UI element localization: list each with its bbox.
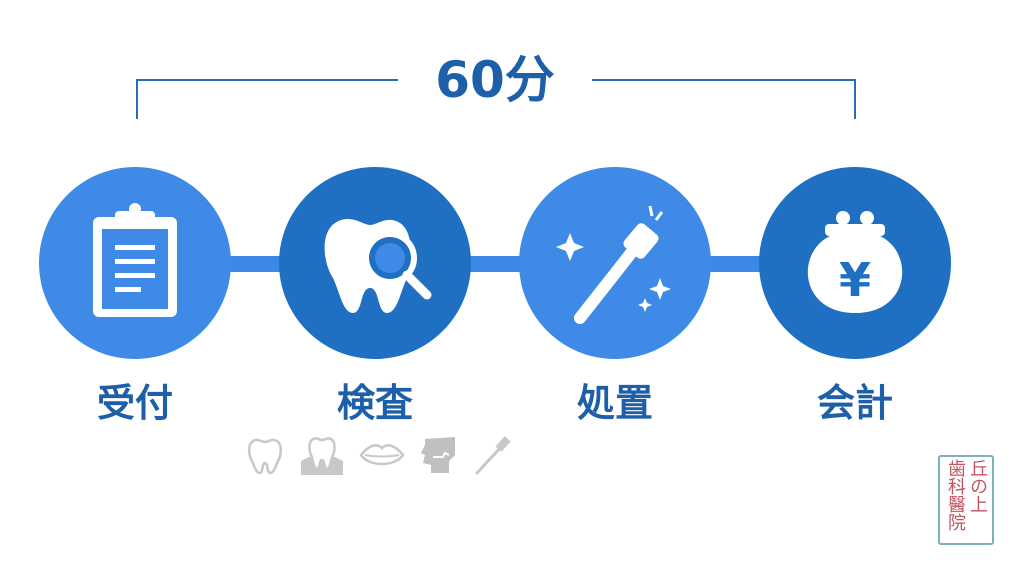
step-label-reception: 受付 xyxy=(96,381,173,425)
step-circle-reception xyxy=(39,167,231,359)
step-label-examination: 検査 xyxy=(336,381,413,425)
step-circle-examination xyxy=(279,167,471,359)
yen-purse-icon: ¥ xyxy=(807,211,903,313)
logo-clinic-name: 丘の上 xyxy=(967,459,988,513)
bracket-right-vertical xyxy=(854,79,856,119)
tooth-magnifier-icon xyxy=(324,219,432,313)
step-circle-payment: ¥ xyxy=(759,167,951,359)
bracket-left-vertical xyxy=(136,79,138,119)
lips-icon xyxy=(359,444,405,466)
clipboard-icon xyxy=(93,203,177,317)
step-label-treatment: 処置 xyxy=(576,381,653,425)
logo-clinic-type: 歯科醫院 xyxy=(945,459,966,531)
jaw-icon xyxy=(421,437,455,473)
duration-title: 60分 xyxy=(435,51,555,109)
svg-text:¥: ¥ xyxy=(839,253,871,307)
bracket-left-horizontal xyxy=(136,79,398,81)
step-circle-treatment xyxy=(519,167,711,359)
step-label-payment: 会計 xyxy=(816,381,893,425)
tooth-icon xyxy=(248,438,282,475)
clinic-logo: 丘の上 歯科醫院 xyxy=(938,455,994,545)
dental-drill-icon xyxy=(556,205,671,324)
tooth-gum-icon xyxy=(301,437,343,475)
bracket-right-horizontal xyxy=(592,79,856,81)
connector-bar xyxy=(180,256,820,272)
footer-icon-row xyxy=(245,435,513,475)
toothbrush-icon xyxy=(475,436,511,475)
